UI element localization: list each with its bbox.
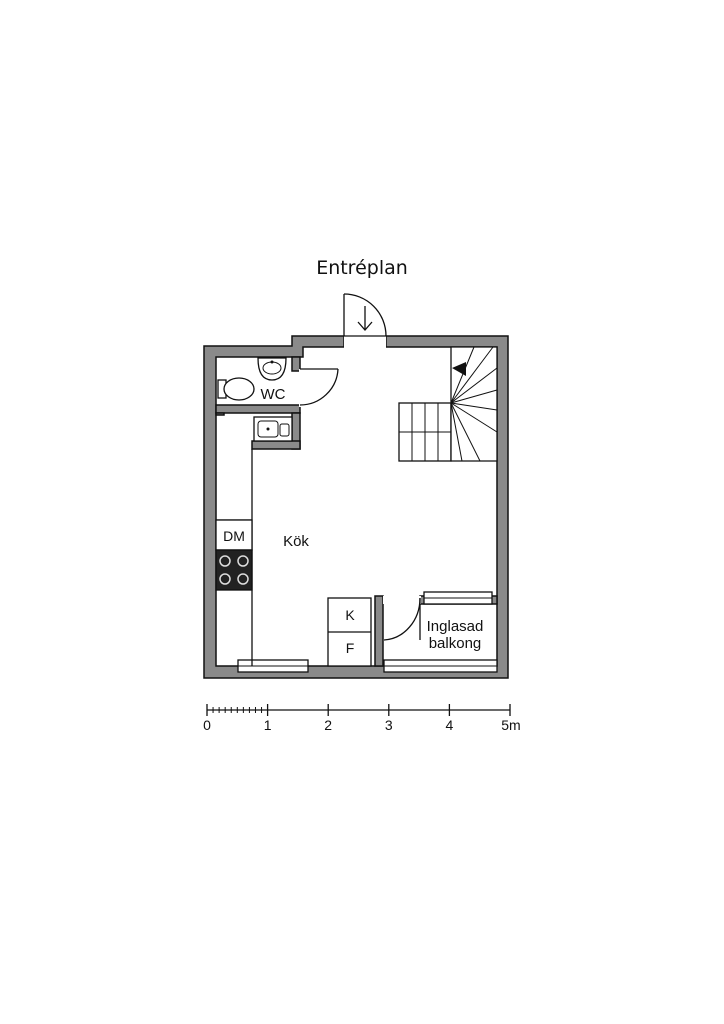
stove-icon: [215, 549, 253, 591]
washbasin-icon: [257, 357, 287, 381]
entry-arrow-icon: [357, 306, 373, 331]
window-balcony-top: [423, 591, 493, 605]
sink-icon: [253, 416, 293, 442]
plan-title: Entréplan: [316, 257, 408, 279]
stair-arrow-icon: [452, 362, 466, 376]
scale-label: 5m: [501, 717, 520, 733]
freezer-label: F: [346, 640, 355, 656]
entrance-door: [343, 293, 387, 348]
dishwasher: DM: [215, 519, 253, 551]
balcony-door: [383, 596, 421, 641]
fridge-label: K: [345, 607, 355, 623]
wc-door: [299, 368, 339, 407]
scale-label: 1: [264, 717, 272, 733]
staircase: [398, 346, 498, 462]
fridge-freezer: K F: [327, 597, 372, 667]
window-balcony-bottom: [383, 659, 498, 673]
toilet-icon: [217, 377, 255, 401]
scale-label: 4: [446, 717, 454, 733]
scale-label: 3: [385, 717, 393, 733]
window-kitchen: [237, 659, 309, 673]
kitchen-label: Kök: [283, 533, 309, 550]
scale-label: 0: [203, 717, 211, 733]
balcony-label-line1: Inglasad: [427, 618, 484, 635]
balcony-label-line2: balkong: [429, 635, 482, 652]
scale-label: 2: [324, 717, 332, 733]
scale-bar: 0 1 2 3 4 5m: [203, 704, 521, 733]
dishwasher-label: DM: [223, 528, 245, 544]
wc-label: WC: [261, 386, 286, 403]
